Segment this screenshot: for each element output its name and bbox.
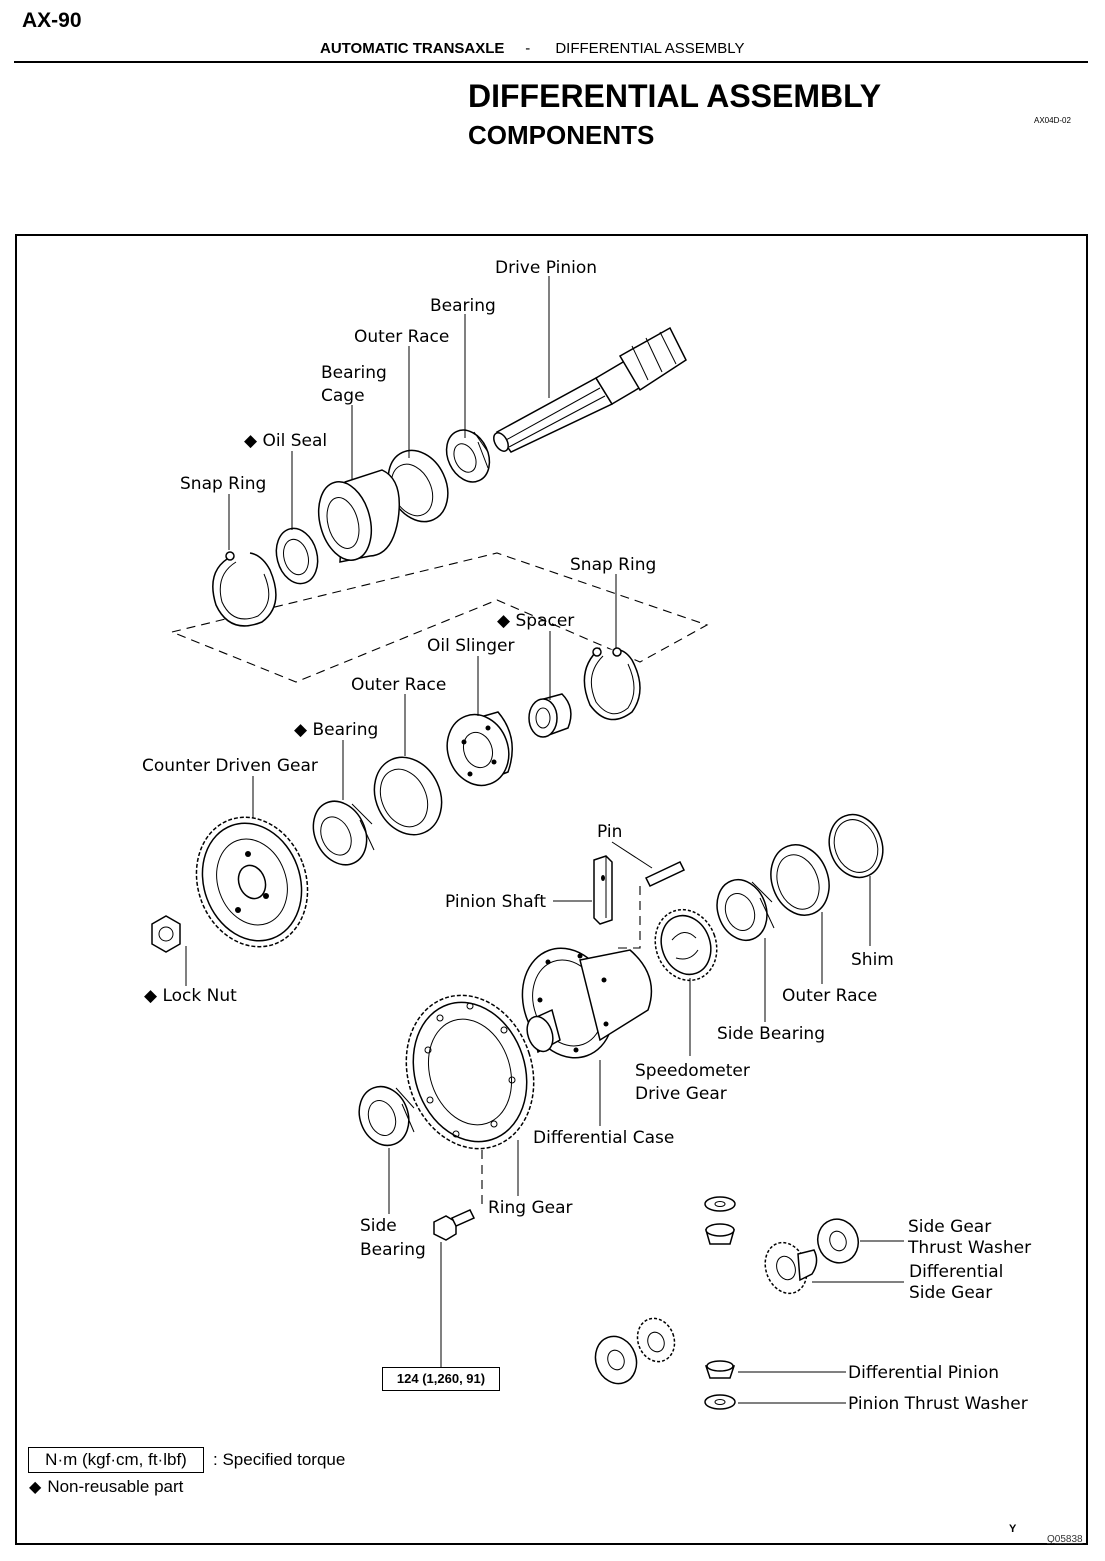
label-speedometer-line1: Speedometer [635, 1061, 750, 1081]
label-side-bearing-left-line1: Side [360, 1216, 397, 1236]
differential-case-part [521, 947, 653, 1059]
label-lock-nut: ◆ Lock Nut [144, 986, 237, 1006]
label-snap-ring-left: Snap Ring [180, 474, 266, 494]
drive-pinion-part [493, 326, 687, 453]
running-header: AUTOMATIC TRANSAXLE - DIFFERENTIAL ASSEM… [320, 40, 745, 57]
label-diff-side-gear-line2: Side Gear [909, 1283, 992, 1303]
snap-ring-right-part [583, 647, 641, 721]
ring-gear-bolt-part [433, 1209, 476, 1241]
leader-lines [185, 276, 904, 1404]
figure-number: Q05838 [1047, 1534, 1083, 1545]
label-differential-case: Differential Case [533, 1128, 674, 1148]
label-pinion-thrust-washer: Pinion Thrust Washer [848, 1394, 1028, 1414]
page-title: DIFFERENTIAL ASSEMBLY [468, 78, 882, 114]
label-oil-seal: ◆ Oil Seal [244, 431, 327, 451]
outer-race-right-part [770, 844, 830, 916]
side-gear-thrust-washer-part [817, 1218, 859, 1264]
pinion-thrust-washer-part [704, 1394, 736, 1410]
small-pinion-part [705, 1223, 735, 1245]
label-side-bearing-right: Side Bearing [717, 1024, 825, 1044]
speedometer-drive-gear-part [654, 908, 718, 982]
small-washer-part [704, 1196, 736, 1212]
header-separator: - [525, 40, 531, 57]
label-bearing-cage-line2: Cage [321, 386, 365, 406]
lock-nut-part [151, 915, 181, 953]
subassembly-dashed-outline [170, 552, 709, 683]
ring-gear-part [405, 994, 535, 1150]
header-rule [14, 61, 1088, 63]
figure-mark: Y [1009, 1523, 1017, 1535]
label-bearing-top: Bearing [430, 296, 496, 316]
label-oil-slinger: Oil Slinger [427, 636, 514, 656]
label-pin: Pin [597, 822, 622, 842]
label-outer-race-right: Outer Race [782, 986, 877, 1006]
label-snap-ring-right: Snap Ring [570, 555, 656, 575]
label-bearing-mid: ◆ Bearing [294, 720, 378, 740]
lower-side-gear-part [636, 1317, 676, 1363]
dashed-assembly-lines [481, 886, 641, 1205]
label-outer-race-top: Outer Race [354, 327, 449, 347]
pinion-shaft-part [593, 855, 613, 925]
non-reusable-icon: ◆ [244, 431, 262, 451]
label-pinion-shaft: Pinion Shaft [445, 892, 546, 912]
pin-part [644, 861, 686, 887]
outer-race-mid-part [373, 756, 443, 836]
side-bearing-right-part [716, 878, 775, 942]
bearing-top-part [445, 429, 491, 483]
snap-ring-left-part [212, 551, 277, 627]
bearing-mid-part [312, 800, 375, 866]
torque-spec-box: 124 (1,260, 91) [382, 1367, 500, 1391]
differential-pinion-part [704, 1360, 736, 1379]
document-code: AX04D-02 [1034, 116, 1071, 125]
legend-non-reusable-text: Non-reusable part [47, 1477, 184, 1496]
label-drive-pinion: Drive Pinion [495, 258, 597, 278]
counter-driven-gear-part [195, 816, 309, 948]
label-side-gear-thrust-line2: Thrust Washer [907, 1238, 1031, 1258]
label-side-bearing-left-line2: Bearing [360, 1240, 426, 1260]
section-name: AUTOMATIC TRANSAXLE [320, 40, 505, 57]
bearing-cage-part [317, 469, 400, 563]
legend-non-reusable: ◆ Non-reusable part [29, 1477, 183, 1497]
part-labels: Drive Pinion Bearing Outer Race Bearing … [142, 258, 1031, 1414]
label-counter-driven-gear: Counter Driven Gear [142, 756, 318, 776]
label-diff-side-gear-line1: Differential [909, 1262, 1003, 1282]
label-spacer: ◆ Spacer [497, 611, 574, 631]
non-reusable-icon: ◆ [294, 720, 312, 740]
lower-thrust-washer-part [594, 1335, 638, 1385]
label-outer-race-mid: Outer Race [351, 675, 446, 695]
non-reusable-icon: ◆ [497, 611, 515, 631]
legend-torque-text: : Specified torque [213, 1450, 346, 1469]
non-reusable-icon: ◆ [144, 986, 162, 1006]
oil-seal-part [275, 527, 319, 585]
diagram-frame [15, 234, 1088, 1545]
label-speedometer-line2: Drive Gear [635, 1084, 727, 1104]
shim-part [828, 813, 884, 879]
subsection-name: DIFFERENTIAL ASSEMBLY [555, 40, 745, 57]
spacer-part [528, 693, 572, 738]
page-subtitle: COMPONENTS [468, 120, 655, 150]
oil-slinger-part [446, 711, 513, 787]
label-bearing-cage-line1: Bearing [321, 363, 387, 383]
label-ring-gear: Ring Gear [488, 1198, 573, 1218]
differential-side-gear-part [764, 1241, 818, 1295]
side-bearing-left-part [358, 1085, 415, 1147]
legend-torque-unit-box: N·m (kgf·cm, ft·lbf) [28, 1447, 204, 1473]
label-differential-pinion: Differential Pinion [848, 1363, 999, 1383]
non-reusable-icon: ◆ [29, 1479, 42, 1496]
label-side-gear-thrust-line1: Side Gear [908, 1217, 991, 1237]
page-number: AX-90 [22, 9, 82, 32]
label-shim: Shim [851, 950, 894, 970]
